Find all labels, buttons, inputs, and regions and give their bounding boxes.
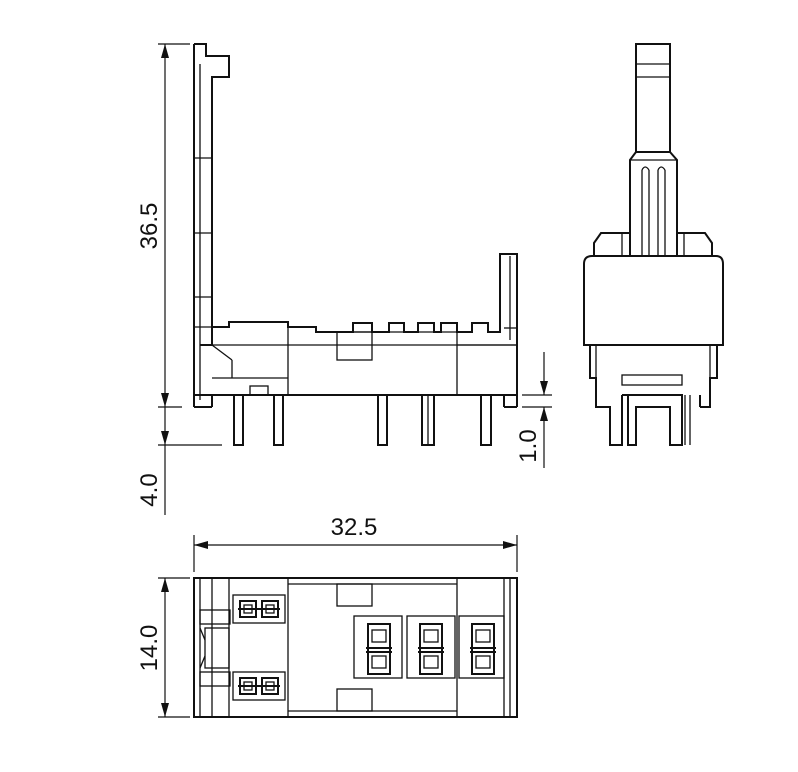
dimension-pin-length: 4.0: [136, 407, 222, 515]
dim-label-depth: 14.0: [136, 625, 163, 672]
dimension-pin-step: 1.0: [515, 352, 552, 468]
dimension-depth: 14.0: [136, 577, 190, 718]
socket-1: [353, 615, 403, 679]
dimension-width: 32.5: [193, 514, 518, 572]
side-view: [193, 43, 518, 446]
dim-label-pin-length: 4.0: [136, 473, 163, 506]
top-view: [193, 577, 518, 718]
dim-label-pin-step: 1.0: [515, 429, 542, 462]
left-contact-upper: [232, 594, 286, 624]
side-pins: [233, 394, 492, 446]
dimension-height: 36.5: [136, 43, 190, 408]
dim-label-width: 32.5: [331, 514, 378, 541]
dim-label-height: 36.5: [136, 203, 163, 250]
socket-3: [458, 615, 505, 679]
front-view: [583, 43, 724, 446]
socket-2: [406, 615, 456, 679]
left-contact-lower: [232, 671, 286, 701]
